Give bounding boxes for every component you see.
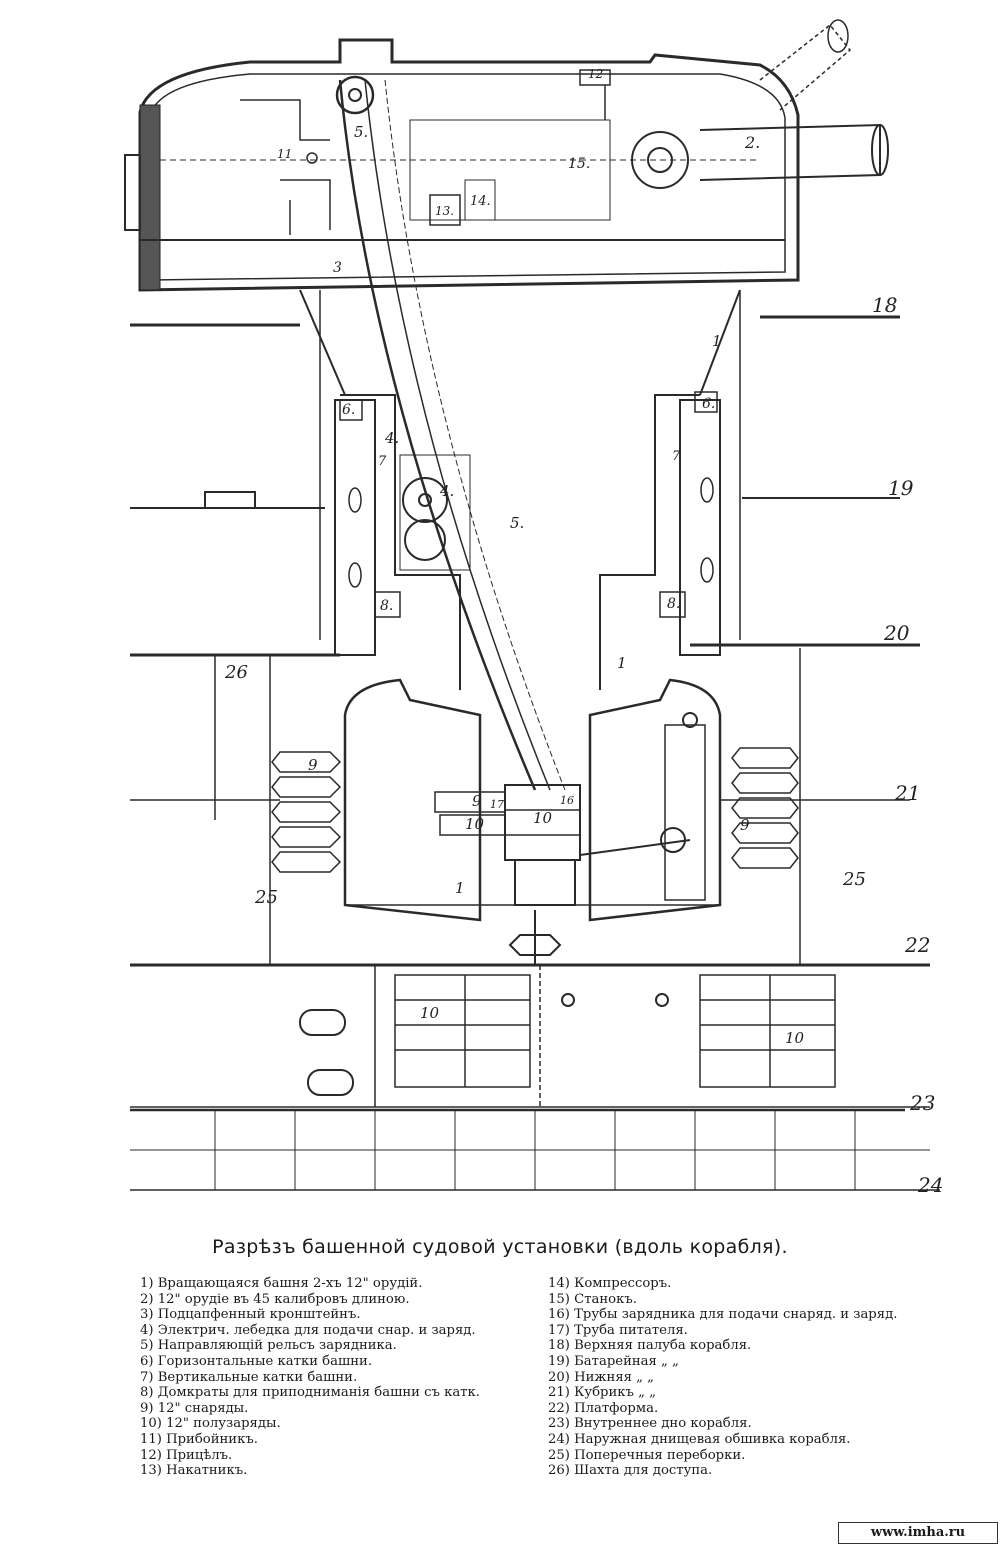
label-1-upper: 1: [712, 332, 722, 350]
label-13: 13.: [435, 204, 454, 218]
legend-item: 7) Вертикальные катки башни.: [140, 1369, 358, 1385]
watermark-logo: www.imha.ru: [838, 1522, 998, 1544]
legend-item: 4) Электрич. лебедка для подачи снар. и …: [140, 1322, 476, 1338]
legend-item: 16) Трубы зарядника для подачи снаряд. и…: [548, 1307, 898, 1323]
turret-section-svg: 18 19 20 21 22 23 24 25 25 26 2. 5. 5. 1…: [124, 19, 943, 1197]
legend-item: 2) 12" орудіе въ 45 калибровъ длиною.: [140, 1291, 410, 1307]
legend-item: 25) Поперечныя переборки.: [548, 1447, 746, 1463]
legend-item: 1) Вращающаяся башня 2-хъ 12" орудій.: [140, 1276, 423, 1291]
legend-item: 13) Накатникъ.: [140, 1463, 248, 1479]
legend-item: 26) Шахта для доступа.: [548, 1463, 713, 1479]
legend-item: 22) Платформа.: [548, 1400, 659, 1416]
label-6-left: 6.: [342, 402, 355, 418]
label-14: 14.: [470, 194, 491, 209]
label-4-winch: 4.: [439, 482, 454, 500]
label-17: 17: [490, 798, 504, 811]
turret-rear-armour: [139, 104, 161, 291]
label-20: 20: [883, 621, 910, 645]
label-24: 24: [917, 1173, 943, 1197]
legend-item: 5) Направляющій рельсъ зарядника.: [140, 1338, 397, 1354]
label-18: 18: [872, 293, 897, 317]
legend-item: 18) Верхняя палуба корабля.: [548, 1338, 752, 1354]
shell-rack-left: [271, 751, 342, 873]
label-8-left: 8.: [380, 598, 393, 614]
shell-rack-right: [731, 747, 799, 869]
legend-item: 6) Горизонтальные катки башни.: [140, 1353, 373, 1369]
turret-section-drawing: 18 19 20 21 22 23 24 25 25 26 2. 5. 5. 1…: [124, 19, 943, 1197]
label-1-mid: 1: [617, 654, 627, 672]
legend-item: 11) Прибойникъ.: [140, 1431, 258, 1447]
label-9-left: 9: [308, 756, 318, 774]
barbette-structure: [214, 79, 801, 965]
label-10-mag-left: 10: [420, 1004, 440, 1022]
label-22: 22: [904, 933, 930, 957]
label-11: 11: [277, 147, 292, 161]
label-21: 21: [894, 781, 920, 805]
legend-item: 10) 12" полузаряды.: [140, 1416, 281, 1432]
turret-house: [124, 19, 889, 292]
label-10-left: 10: [465, 815, 485, 833]
legend-item: 23) Внутреннее дно корабля.: [548, 1416, 752, 1432]
legend-item: 19) Батарейная „ „: [548, 1353, 679, 1369]
label-16: 16: [560, 794, 574, 807]
figure-caption: Разрѣзъ башенной судовой установки (вдол…: [212, 1236, 788, 1258]
legend-item: 20) Нижняя „ „: [548, 1369, 655, 1385]
label-19: 19: [888, 476, 914, 500]
label-9-right: 9: [740, 816, 750, 834]
label-9-center: 9: [472, 792, 482, 810]
label-10-mag-right: 10: [785, 1029, 805, 1047]
legend-left-column: 1) Вращающаяся башня 2-хъ 12" орудій.2) …: [140, 1276, 540, 1479]
label-26: 26: [224, 662, 248, 683]
legend-item: 24) Наружная днищевая обшивка корабля.: [548, 1431, 851, 1447]
label-5-top: 5.: [354, 123, 368, 141]
label-3: 3: [333, 260, 342, 276]
deck-lines: [130, 315, 940, 1191]
legend-item: 9) 12" снаряды.: [140, 1400, 249, 1416]
diagram-labels: 18 19 20 21 22 23 24 25 25 26 2. 5. 5. 1…: [224, 67, 943, 1197]
label-7-left: 7: [378, 454, 387, 469]
label-1-low: 1: [455, 879, 465, 897]
label-8-right: 8.: [667, 596, 680, 612]
legend-item: 21) Кубрикъ „ „: [548, 1385, 656, 1401]
label-23: 23: [909, 1091, 935, 1115]
label-7-right: 7: [672, 449, 681, 464]
label-12: 12: [588, 67, 603, 81]
label-5-mid: 5.: [510, 514, 524, 532]
label-6-right: 6.: [702, 396, 715, 412]
legend-item: 12) Прицѣлъ.: [140, 1447, 233, 1463]
label-25-right: 25: [842, 869, 866, 890]
legend-item: 3) Подцапфенный кронштейнъ.: [140, 1307, 361, 1323]
label-4-left: 4.: [384, 429, 399, 447]
legend-item: 15) Станокъ.: [548, 1291, 637, 1307]
charge-magazines: [299, 965, 836, 1107]
label-15: 15.: [568, 156, 590, 172]
label-2: 2.: [744, 133, 760, 152]
legend-right-column: 14) Компрессоръ.15) Станокъ.16) Трубы за…: [548, 1276, 968, 1479]
label-10-center: 10: [533, 809, 553, 827]
legend-item: 8) Домкраты для приподниманія башни съ к…: [140, 1385, 480, 1401]
shell-racks: [271, 747, 799, 873]
legend-item: 14) Компрессоръ.: [548, 1276, 672, 1291]
legend-item: 17) Труба питателя.: [548, 1322, 688, 1338]
label-25-left: 25: [254, 887, 278, 908]
double-bottom: [130, 1110, 930, 1190]
